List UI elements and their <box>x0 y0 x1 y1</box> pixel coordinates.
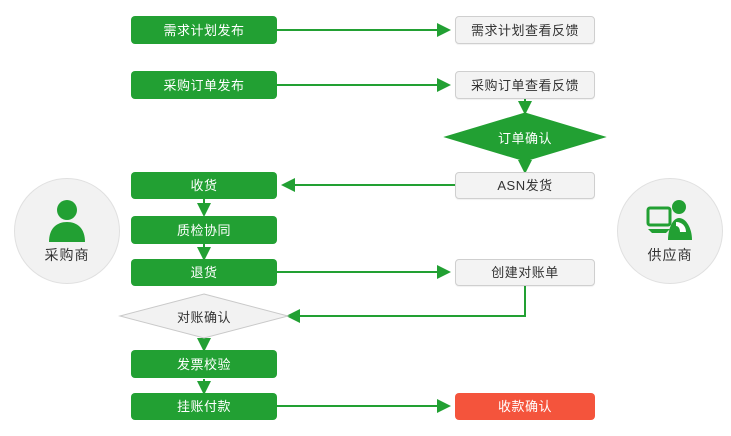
node-label: 需求计划查看反馈 <box>470 22 579 38</box>
node-invoice-verify[interactable]: 发票校验 <box>131 350 277 378</box>
order-confirm-diamond-shape <box>443 112 607 162</box>
node-label: ASN发货 <box>497 178 553 193</box>
node-payable-payment[interactable]: 挂账付款 <box>131 393 277 420</box>
node-order-confirm[interactable] <box>445 113 605 161</box>
node-return-goods[interactable]: 退货 <box>131 259 277 286</box>
edge-statement-to-confirm <box>286 286 526 323</box>
node-receipt-confirm[interactable]: 收款确认 <box>455 393 595 420</box>
actor-buyer[interactable]: 采购商 <box>14 178 120 284</box>
node-label: 采购订单查看反馈 <box>470 77 579 93</box>
actor-supplier[interactable]: 供应商 <box>617 178 723 284</box>
person-icon <box>49 199 85 242</box>
node-asn-shipment[interactable]: ASN发货 <box>455 172 595 199</box>
node-demand-plan-feedback[interactable]: 需求计划查看反馈 <box>455 16 595 44</box>
node-create-statement[interactable]: 创建对账单 <box>455 259 595 286</box>
node-label: 挂账付款 <box>176 399 231 414</box>
node-qc-collaboration[interactable]: 质检协同 <box>131 216 277 244</box>
person-at-computer-icon <box>646 199 692 240</box>
node-label: 收货 <box>190 178 218 193</box>
node-po-feedback[interactable]: 采购订单查看反馈 <box>455 71 595 99</box>
node-label: 收款确认 <box>497 399 552 414</box>
actor-supplier-label: 供应商 <box>647 246 693 263</box>
node-label: 发票校验 <box>176 356 231 372</box>
node-statement-confirm[interactable] <box>120 294 288 338</box>
node-demand-plan-publish[interactable]: 需求计划发布 <box>131 16 277 44</box>
node-po-publish[interactable]: 采购订单发布 <box>131 71 277 99</box>
node-label: 质检协同 <box>176 222 231 238</box>
node-label: 退货 <box>190 265 218 280</box>
node-label: 创建对账单 <box>491 265 559 280</box>
node-receive-goods[interactable]: 收货 <box>131 172 277 199</box>
node-label: 采购订单发布 <box>163 77 245 93</box>
node-label: 需求计划发布 <box>163 22 245 38</box>
statement-confirm-diamond-shape <box>118 293 290 339</box>
actor-buyer-label: 采购商 <box>44 246 90 263</box>
